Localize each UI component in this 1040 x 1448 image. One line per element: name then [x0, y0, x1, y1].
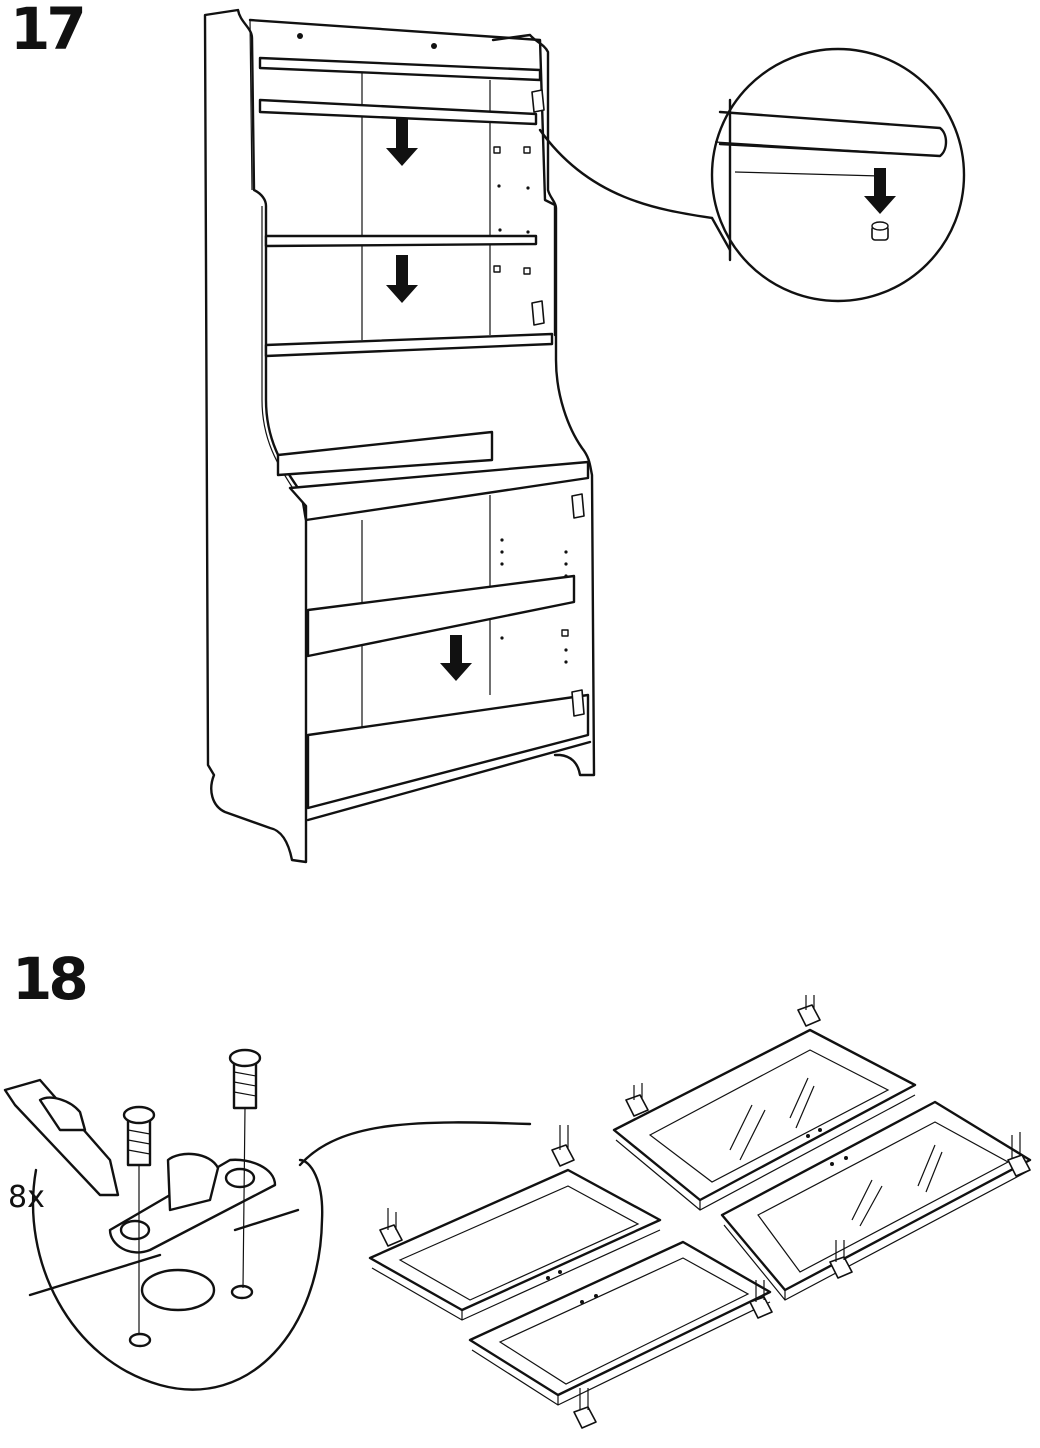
hinge-detail-callout — [5, 1050, 530, 1390]
shelf-peg-detail-callout — [540, 49, 964, 301]
